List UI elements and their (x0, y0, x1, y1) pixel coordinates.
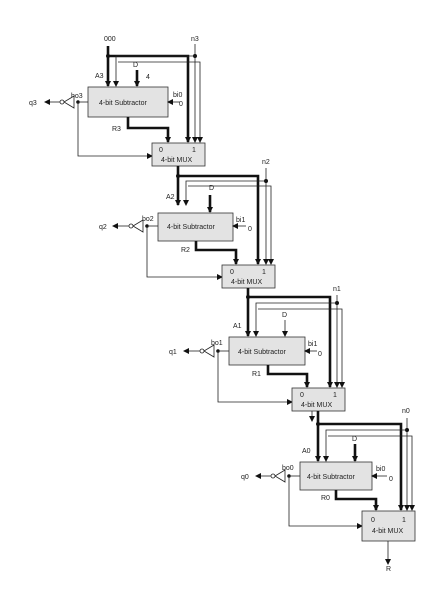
mux-0-in1: 1 (402, 517, 406, 524)
subtractor-0-label: 4-bit Subtractor (307, 474, 356, 481)
mux-3-in1: 1 (192, 147, 196, 154)
mux-0-in0: 0 (371, 517, 375, 524)
bi-value-2: 0 (248, 226, 252, 233)
stage-2: D A2 4-bit Subtractor bi1 0 bo2 q2 R2 0 … (99, 168, 276, 297)
mux-2-label: 4-bit MUX (231, 279, 262, 286)
q3-label: q3 (29, 100, 37, 107)
bi-label-3: bi0 (173, 92, 182, 99)
bo-label-0: bo0 (282, 465, 294, 472)
bi-label-1: bi1 (308, 341, 317, 348)
subtractor-2-label: 4-bit Subtractor (167, 224, 216, 231)
bo-label-1: bo1 (211, 340, 223, 347)
mux-0 (361, 510, 416, 542)
q0-label: q0 (241, 474, 249, 481)
mux-2-in0: 0 (230, 269, 234, 276)
q1-label: q1 (169, 349, 177, 356)
a0-label: A0 (302, 448, 311, 455)
stage-1: D A1 4-bit Subtractor bi1 0 bo1 q1 R1 0 … (169, 295, 346, 424)
a2-label: A2 (166, 194, 175, 201)
d-label-3: D (133, 62, 138, 69)
d-label-1: D (282, 312, 287, 319)
stage-3: D 4 A3 4-bit Subtractor bi0 0 bo3 q3 R3 … (29, 44, 206, 176)
bi-value-3: 0 (179, 101, 183, 108)
mux-1-in1: 1 (333, 392, 337, 399)
r2-label: R2 (181, 247, 190, 254)
n0-label: n0 (402, 408, 410, 415)
top-input-label: 000 (104, 36, 116, 43)
mux-1-label: 4-bit MUX (301, 402, 332, 409)
stage-0: D A0 4-bit Subtractor bi0 0 bo0 q0 R0 0 … (241, 418, 416, 565)
mux-3-label: 4-bit MUX (161, 157, 192, 164)
n1-label: n1 (333, 286, 341, 293)
q2-label: q2 (99, 224, 107, 231)
subtractor-3-label: 4-bit Subtractor (99, 100, 148, 107)
subtractor-2 (157, 212, 234, 242)
r0-label: R0 (321, 495, 330, 502)
output-r-label: R (386, 566, 391, 573)
a3-label: A3 (95, 73, 104, 80)
d-label-2: D (209, 185, 214, 192)
bo-label-2: bo2 (142, 216, 154, 223)
subtractor-1-label: 4-bit Subtractor (238, 349, 287, 356)
d-label-0: D (352, 436, 357, 443)
bi-value-0: 0 (389, 476, 393, 483)
n2-label: n2 (262, 159, 270, 166)
mux-2-in1: 1 (262, 269, 266, 276)
mux-3-in0: 0 (159, 147, 163, 154)
bi-label-2: bi1 (236, 217, 245, 224)
n3-label: n3 (191, 36, 199, 43)
r1-label: R1 (252, 371, 261, 378)
bi-label-0: bi0 (376, 466, 385, 473)
width-label-3: 4 (146, 74, 150, 81)
bi-value-1: 0 (318, 351, 322, 358)
r3-label: R3 (112, 126, 121, 133)
mux-1-in0: 0 (300, 392, 304, 399)
bo-label-3: bo3 (71, 93, 83, 100)
subtractor-3 (87, 86, 169, 118)
a1-label: A1 (233, 323, 242, 330)
mux-0-label: 4-bit MUX (372, 528, 403, 535)
